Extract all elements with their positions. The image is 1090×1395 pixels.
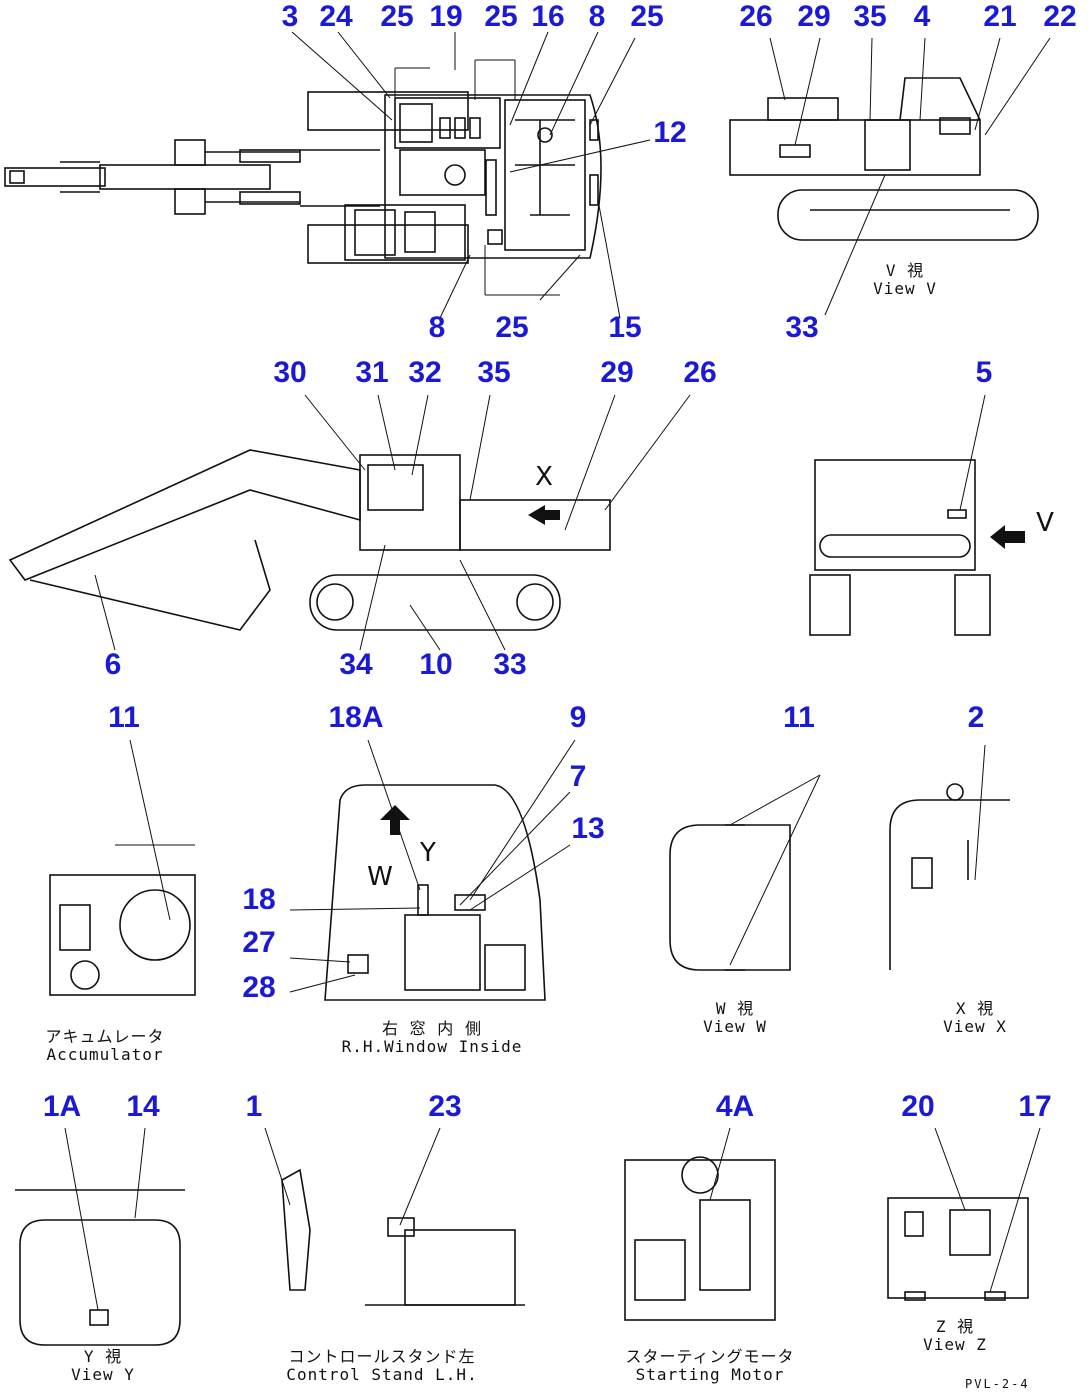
- callout-number: 8: [428, 311, 446, 344]
- caption-ja: スターティングモータ: [625, 1347, 795, 1366]
- callout-number: 27: [242, 926, 276, 959]
- callout-number: 25: [484, 0, 518, 33]
- caption-en: View W: [703, 1017, 767, 1036]
- caption-view-x: X 視 View X: [943, 1000, 1007, 1036]
- callout-number: 25: [495, 311, 529, 344]
- callout-number: 1: [245, 1090, 263, 1123]
- view-v-drawing: [729, 37, 1051, 316]
- caption-en: View Z: [923, 1335, 987, 1354]
- callout-number: 31: [355, 356, 389, 389]
- callout-number: 26: [683, 356, 717, 389]
- caption-en: View Y: [71, 1365, 135, 1384]
- caption-ja: アキュムレータ: [45, 1027, 165, 1046]
- callout-number: 2: [967, 701, 985, 734]
- callout-number: 18: [242, 883, 276, 916]
- callout-number: 16: [531, 0, 565, 33]
- callout-number: 18A: [328, 701, 384, 734]
- caption-ja: コントロールスタンド左: [288, 1347, 476, 1366]
- callout-number: 1A: [42, 1090, 82, 1123]
- callout-number: 4A: [715, 1090, 755, 1123]
- callout-number: 20: [901, 1090, 935, 1123]
- caption-en: View V: [873, 279, 937, 298]
- callout-number: 15: [608, 311, 642, 344]
- view-arrow-letter-w: W: [367, 862, 393, 892]
- view-x-drawing: [889, 744, 1010, 970]
- callout-number: 29: [797, 0, 831, 33]
- callout-number: 12: [653, 116, 687, 149]
- caption-ja: V 視: [885, 261, 925, 280]
- callout-number: 19: [429, 0, 463, 33]
- callout-number: 35: [477, 356, 511, 389]
- caption-window: 右 窓 内 側 R.H.Window Inside: [342, 1020, 523, 1056]
- callout-number: 30: [273, 356, 307, 389]
- caption-view-y: Y 視 View Y: [71, 1348, 135, 1384]
- caption-en: Starting Motor: [635, 1365, 785, 1384]
- caption-view-z: Z 視 View Z: [923, 1318, 987, 1354]
- callout-number: 7: [569, 760, 587, 793]
- callout-number: 28: [242, 971, 276, 1004]
- caption-control-stand: コントロールスタンド左 Control Stand L.H.: [286, 1348, 477, 1384]
- caption-ja: Y 視: [83, 1347, 123, 1366]
- view-z-drawing: [887, 1127, 1041, 1301]
- callout-number: 29: [600, 356, 634, 389]
- caption-en: Accumulator: [46, 1045, 164, 1064]
- view-arrow-letter-y: Y: [420, 838, 436, 868]
- callout-number: 8: [588, 0, 606, 33]
- view-arrow-letter-v: V: [1036, 508, 1054, 538]
- caption-accumulator: アキュムレータ Accumulator: [45, 1028, 164, 1064]
- caption-ja: 右 窓 内 側: [382, 1019, 482, 1038]
- callout-number: 35: [853, 0, 887, 33]
- callout-number: 26: [739, 0, 773, 33]
- callout-number: 6: [104, 648, 122, 681]
- callout-number: 3: [281, 0, 299, 33]
- callout-number: 25: [630, 0, 664, 33]
- control-stand-drawing: [264, 1127, 525, 1306]
- accumulator-drawing: [49, 739, 196, 996]
- view-y-drawing: [15, 1127, 185, 1346]
- rear-view-drawing: [809, 394, 1025, 636]
- callout-number: 17: [1018, 1090, 1052, 1123]
- callout-number: 33: [785, 311, 819, 344]
- callout-number: 24: [319, 0, 353, 33]
- caption-starting-motor: スターティングモータ Starting Motor: [625, 1348, 794, 1384]
- callout-number: 14: [126, 1090, 160, 1123]
- caption-ja: X 視: [955, 999, 995, 1018]
- callout-number: 33: [493, 648, 527, 681]
- callout-number: 11: [108, 701, 140, 734]
- caption-ja: Z 視: [935, 1317, 975, 1336]
- window-inside-drawing: [289, 739, 576, 1001]
- side-view-drawing: [8, 394, 691, 651]
- callout-number: 9: [569, 701, 587, 734]
- caption-ja: W 視: [715, 999, 755, 1018]
- top-plan-view: [4, 31, 651, 319]
- callout-number: 11: [783, 701, 815, 734]
- caption-en: R.H.Window Inside: [341, 1037, 523, 1056]
- callout-number: 32: [408, 356, 442, 389]
- callout-number: 10: [419, 648, 453, 681]
- view-arrow-letter-x: X: [535, 462, 553, 492]
- callout-number: 4: [913, 0, 931, 33]
- caption-en: View X: [943, 1017, 1007, 1036]
- callout-number: 25: [380, 0, 414, 33]
- callout-number: 13: [571, 812, 605, 845]
- starting-motor-drawing: [624, 1127, 776, 1321]
- callout-number: 22: [1043, 0, 1077, 33]
- view-w-drawing: [669, 774, 821, 971]
- callout-number: 34: [339, 648, 373, 681]
- callout-number: 23: [428, 1090, 462, 1123]
- caption-view-v: V 視 View V: [873, 262, 937, 298]
- callout-number: 5: [975, 356, 993, 389]
- drawing-code: PVL-2-4: [965, 1377, 1030, 1391]
- callout-number: 21: [983, 0, 1017, 33]
- caption-en: Control Stand L.H.: [286, 1365, 478, 1384]
- caption-view-w: W 視 View W: [703, 1000, 767, 1036]
